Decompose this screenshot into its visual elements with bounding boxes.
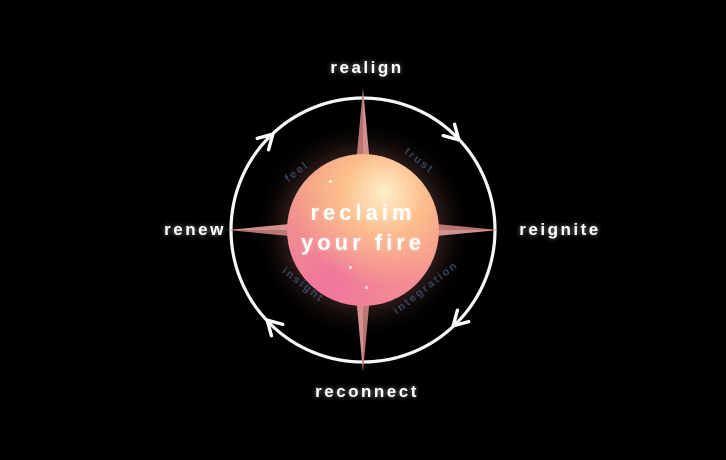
center-title: reclaim your fire	[287, 198, 439, 258]
outer-label-reconnect: reconnect	[315, 382, 419, 401]
clockwise-arrow-icon	[265, 318, 285, 338]
clockwise-arrow-icon	[255, 132, 275, 152]
center-title-line2: your fire	[300, 230, 426, 255]
outer-label-renew: renew	[164, 220, 226, 239]
sparkles-decoration	[329, 180, 332, 183]
center-orb: reclaim your fire	[287, 154, 439, 306]
clockwise-arrow-icon	[441, 122, 461, 142]
clockwise-arrow-icon	[451, 308, 471, 328]
center-title-line1: reclaim	[310, 200, 416, 225]
outer-label-realign: realign	[330, 58, 404, 77]
outer-label-reignite: reignite	[519, 220, 601, 239]
